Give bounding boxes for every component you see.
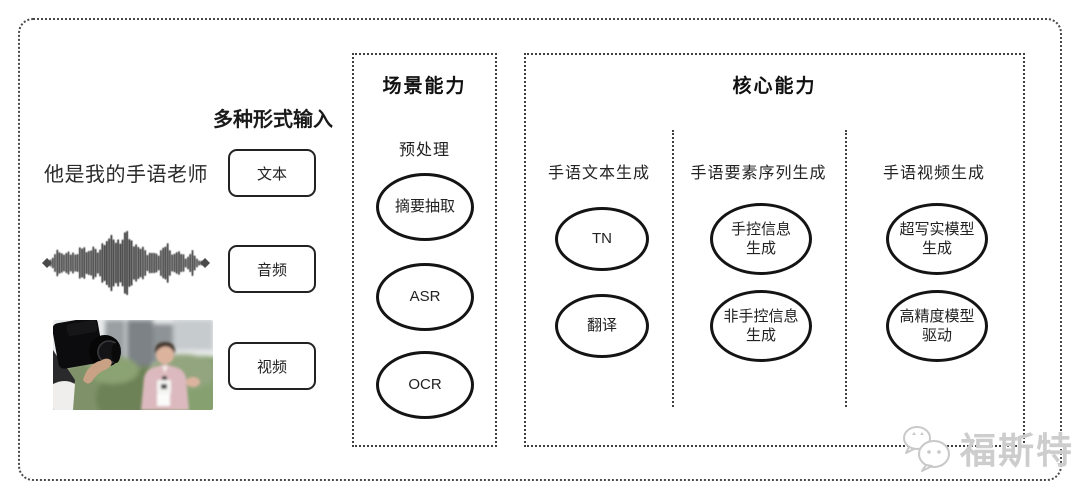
node-non-manual-info-generation: 非手控信息 生成	[710, 290, 812, 362]
input-type-audio-label: 音频	[256, 261, 287, 279]
input-section-header: 多种形式输入	[213, 109, 333, 131]
node-high-precision-model-driving: 高精度模型 驱动	[886, 290, 988, 362]
video-thumbnail-image	[53, 320, 213, 410]
watermark: 福斯特	[900, 422, 1074, 474]
column-sign-video-generation: 手语视频生成 超写实模型 生成 高精度模型 驱动	[845, 55, 1023, 445]
watermark-text: 福斯特	[960, 430, 1075, 471]
node-hyperrealistic-model-generation: 超写实模型 生成	[886, 203, 988, 275]
outer-dashed-border	[18, 18, 1062, 481]
wechat-logo-icon	[903, 426, 950, 472]
node-tn: TN	[555, 207, 649, 271]
column-divider-2	[845, 130, 847, 407]
preprocessing-label: 预处理	[398, 142, 450, 159]
photo-photographer	[53, 320, 121, 410]
node-asr: ASR	[376, 263, 474, 331]
node-translation: 翻译	[555, 294, 649, 358]
core-capability-box: 核心能力 手语文本生成 TN 翻译 手语要素序列生成 手控信息 生成 非手控信息…	[524, 53, 1025, 447]
node-ocr: OCR	[376, 351, 474, 419]
column-divider-1	[672, 130, 674, 407]
column-sign-element-sequence-generation: 手语要素序列生成 手控信息 生成 非手控信息 生成	[672, 55, 845, 445]
input-type-text-label: 文本	[256, 165, 287, 183]
input-type-video-box: 视频	[228, 342, 316, 390]
input-type-video-label: 视频	[256, 358, 287, 376]
photo-reporter	[141, 342, 200, 410]
column-sign-text-generation: 手语文本生成 TN 翻译	[526, 55, 672, 445]
input-type-audio-box: 音频	[228, 245, 316, 293]
input-type-text-box: 文本	[228, 149, 316, 197]
input-text-example: 他是我的手语老师	[44, 164, 208, 186]
column-header: 手语视频生成	[882, 165, 985, 182]
node-manual-info-generation: 手控信息 生成	[710, 203, 812, 275]
scene-capability-title: 场景能力	[382, 76, 467, 97]
node-summary-extraction: 摘要抽取	[376, 173, 474, 241]
core-capability-title: 核心能力	[732, 76, 817, 97]
column-header: 手语要素序列生成	[690, 165, 827, 182]
audio-waveform-image	[42, 230, 210, 296]
column-header: 手语文本生成	[547, 165, 650, 182]
scene-capability-box: 场景能力 预处理 摘要抽取 ASR OCR	[352, 53, 497, 447]
